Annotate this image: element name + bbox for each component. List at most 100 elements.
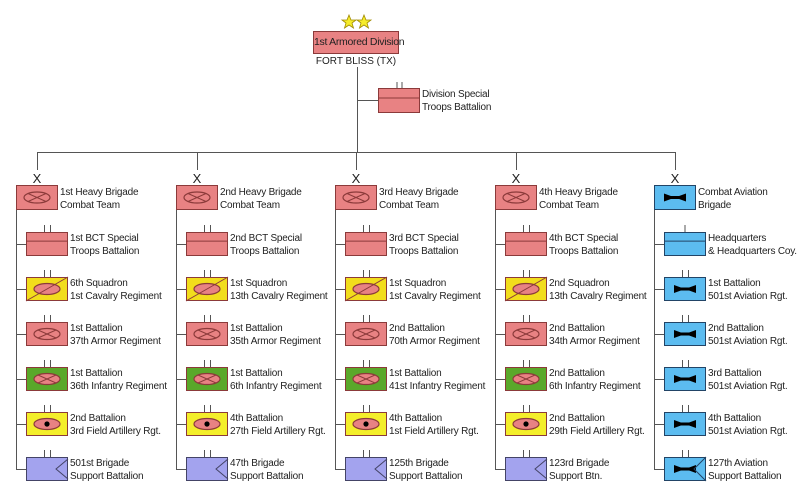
aviation-unit-symbol[interactable] bbox=[664, 322, 706, 346]
battalion-echelon-mark bbox=[44, 225, 51, 232]
dstb-symbol[interactable] bbox=[378, 82, 420, 114]
connector bbox=[16, 244, 26, 245]
aviation-support-unit-symbol[interactable] bbox=[664, 456, 707, 482]
unit-label: 3rd Battalion 501st Aviation Rgt. bbox=[708, 367, 788, 393]
connector bbox=[654, 424, 664, 425]
label-line: 2nd Battalion bbox=[70, 413, 126, 424]
label-line: 125th Brigade bbox=[389, 458, 449, 469]
armor-unit-symbol[interactable] bbox=[345, 322, 387, 346]
support-unit-symbol[interactable] bbox=[505, 457, 548, 481]
battalion-echelon-mark bbox=[523, 315, 530, 322]
label-line: 36th Infantry Regiment bbox=[70, 381, 167, 392]
label-line: Combat Team bbox=[220, 200, 280, 211]
battalion-echelon-mark bbox=[363, 270, 370, 277]
armor-brigade-symbol[interactable] bbox=[495, 185, 537, 210]
aviation-brigade-symbol[interactable] bbox=[654, 185, 696, 210]
label-line: 2nd BCT Special bbox=[230, 233, 302, 244]
mechanized-infantry-unit-symbol[interactable] bbox=[26, 367, 68, 391]
connector bbox=[516, 152, 517, 170]
connector bbox=[675, 152, 676, 170]
brigade-echelon-mark: X bbox=[192, 171, 202, 186]
support-unit-symbol[interactable] bbox=[26, 457, 69, 481]
label-line: 3rd BCT Special bbox=[389, 233, 459, 244]
connector bbox=[335, 210, 336, 470]
armor-unit-symbol[interactable] bbox=[26, 322, 68, 346]
label-line: 1st BCT Special bbox=[70, 233, 139, 244]
division-box[interactable]: 1st Armored Division bbox=[313, 31, 405, 54]
label-line: 4th Battalion bbox=[389, 413, 442, 424]
aviation-unit-symbol[interactable] bbox=[664, 367, 706, 391]
label-line: 41st Infantry Regiment bbox=[389, 381, 486, 392]
aviation-unit-symbol[interactable] bbox=[664, 277, 706, 301]
cavalry-unit-symbol[interactable] bbox=[185, 276, 229, 302]
armor-brigade-symbol[interactable] bbox=[176, 185, 218, 210]
label-line: 2nd Battalion bbox=[549, 368, 605, 379]
cavalry-unit-symbol[interactable] bbox=[344, 276, 388, 302]
dstb-label: Division Special Troops Battalion bbox=[422, 88, 491, 114]
label-line: Support Battalion bbox=[230, 471, 304, 482]
label-line: 501st Aviation Rgt. bbox=[708, 381, 788, 392]
mechanized-infantry-unit-symbol[interactable] bbox=[345, 367, 387, 391]
label-line: Troops Battalion bbox=[422, 102, 492, 113]
connector bbox=[654, 334, 664, 335]
cavalry-unit-symbol[interactable] bbox=[25, 276, 69, 302]
armor-unit-symbol[interactable] bbox=[505, 322, 547, 346]
headquarters-unit-symbol[interactable] bbox=[664, 232, 706, 256]
label-line: 1st Battalion bbox=[70, 323, 123, 334]
special-troops-unit-symbol[interactable] bbox=[26, 232, 68, 256]
battalion-echelon-mark bbox=[204, 360, 211, 367]
field-artillery-unit-symbol[interactable] bbox=[505, 412, 547, 436]
label-line: 29th Field Artillery Rgt. bbox=[549, 426, 645, 437]
support-unit-symbol[interactable] bbox=[186, 457, 229, 481]
mechanized-infantry-unit-symbol[interactable] bbox=[505, 367, 547, 391]
support-unit-symbol[interactable] bbox=[345, 457, 388, 481]
armor-brigade-symbol[interactable] bbox=[16, 185, 58, 210]
label-line: 2nd Battalion bbox=[549, 323, 605, 334]
label-line: Support Battalion bbox=[708, 471, 782, 482]
special-troops-unit-symbol[interactable] bbox=[345, 232, 387, 256]
label-line: 1st Squadron bbox=[230, 278, 288, 289]
connector bbox=[176, 210, 177, 470]
field-artillery-unit-symbol[interactable] bbox=[186, 412, 228, 436]
special-troops-unit-symbol[interactable] bbox=[186, 232, 228, 256]
mechanized-infantry-unit-symbol[interactable] bbox=[186, 367, 228, 391]
connector bbox=[176, 469, 186, 470]
field-artillery-unit-symbol[interactable] bbox=[26, 412, 68, 436]
label-line: 501st Aviation Rgt. bbox=[708, 426, 788, 437]
label-line: 27th Field Artillery Rgt. bbox=[230, 426, 326, 437]
connector bbox=[37, 152, 38, 170]
company-echelon-mark bbox=[684, 225, 686, 232]
label-line: 1st Battalion bbox=[708, 278, 761, 289]
label-line: Combat Team bbox=[539, 200, 599, 211]
label-line: 1st Cavalry Regiment bbox=[70, 291, 162, 302]
battalion-echelon-mark bbox=[523, 450, 530, 457]
battalion-echelon-mark bbox=[682, 450, 689, 457]
battalion-echelon-mark bbox=[204, 405, 211, 412]
special-troops-unit-symbol[interactable] bbox=[505, 232, 547, 256]
armor-brigade-symbol[interactable] bbox=[335, 185, 377, 210]
label-line: 4th Battalion bbox=[708, 413, 761, 424]
armor-unit-symbol[interactable] bbox=[186, 322, 228, 346]
cavalry-unit-symbol[interactable] bbox=[504, 276, 548, 302]
connector bbox=[16, 469, 26, 470]
aviation-unit-symbol[interactable] bbox=[664, 412, 706, 436]
star-icon bbox=[340, 13, 358, 29]
battalion-echelon-mark bbox=[44, 360, 51, 367]
field-artillery-unit-symbol[interactable] bbox=[345, 412, 387, 436]
label-line: 3rd Battalion bbox=[708, 368, 762, 379]
label-line: 3rd Field Artillery Rgt. bbox=[70, 426, 161, 437]
label-line: 13th Cavalry Regiment bbox=[230, 291, 328, 302]
label-line: Troops Battalion bbox=[549, 246, 619, 257]
